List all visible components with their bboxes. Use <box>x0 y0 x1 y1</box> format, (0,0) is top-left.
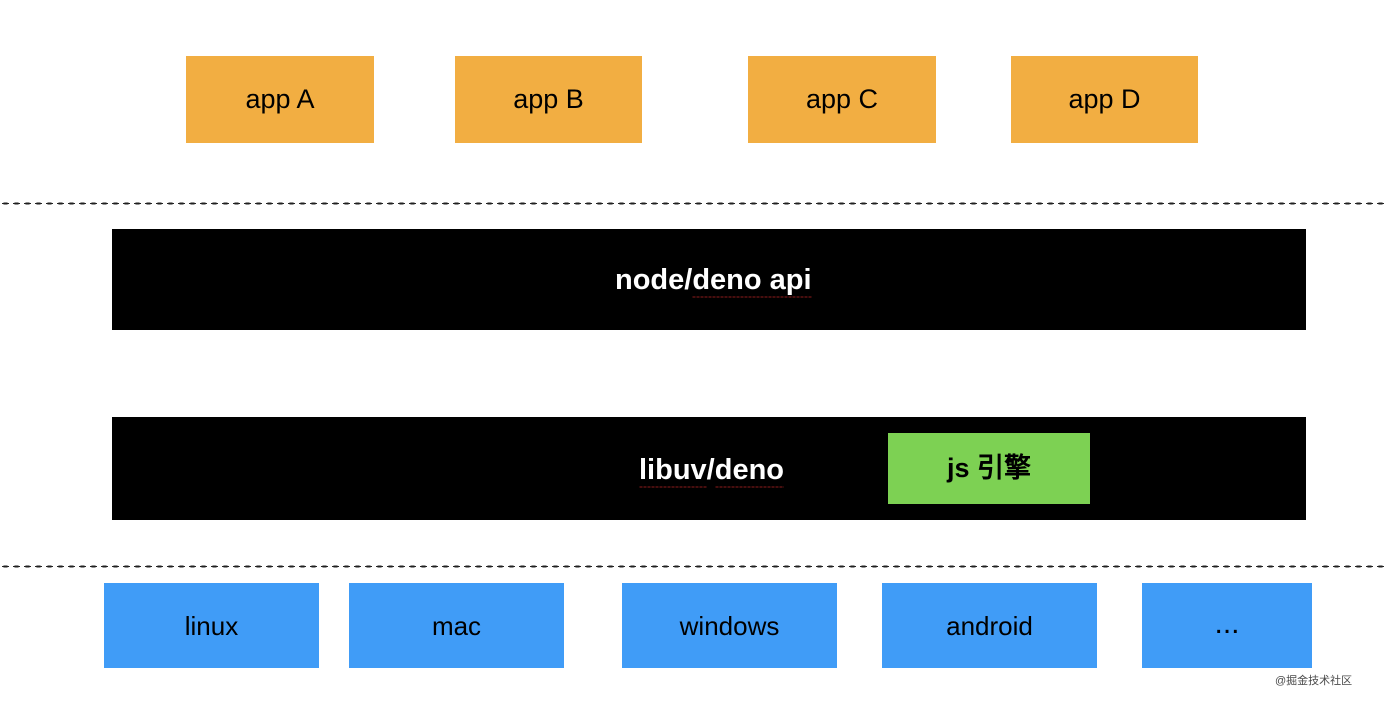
os-box-linux-label: linux <box>184 611 239 641</box>
app-box-c: app C <box>748 56 936 143</box>
app-box-a: app A <box>186 56 374 143</box>
node-deno-api-label: node/deno api <box>615 264 812 298</box>
app-box-d: app D <box>1011 56 1198 143</box>
js-engine-box: js 引擎 <box>888 433 1090 504</box>
libuv-label-misspelled: libuv <box>639 454 707 488</box>
divider-bottom <box>0 565 1388 568</box>
os-box-mac-label: mac <box>431 611 482 641</box>
app-box-b: app B <box>455 56 642 143</box>
node-deno-api-label-misspelled: deno api <box>692 264 812 298</box>
app-box-c-label: app C <box>805 84 879 114</box>
libuv-deno-separator: / <box>706 454 715 486</box>
watermark: @掘金技术社区 <box>1275 676 1352 687</box>
divider-top <box>0 202 1388 205</box>
os-box-windows: windows <box>622 583 837 668</box>
os-box-mac: mac <box>349 583 564 668</box>
js-engine-label: js 引擎 <box>946 453 1032 483</box>
app-box-b-label: app B <box>513 84 584 114</box>
os-box-android: android <box>882 583 1097 668</box>
app-box-a-label: app A <box>245 84 315 114</box>
watermark-label: @掘金技术社区 <box>1275 675 1353 687</box>
node-deno-api-label-prefix: node/ <box>615 264 693 296</box>
libuv-deno-label: libuv/deno <box>639 454 785 488</box>
libuv-deno-bar <box>112 417 1306 520</box>
node-deno-api-bar <box>112 229 1306 330</box>
app-box-d-label: app D <box>1068 84 1141 114</box>
os-box-linux: linux <box>104 583 319 668</box>
deno-label-misspelled: deno <box>714 454 785 488</box>
os-box-windows-label: windows <box>679 611 780 641</box>
os-box-more-label: ... <box>1214 607 1240 640</box>
os-box-android-label: android <box>946 611 1033 641</box>
os-box-more: ... <box>1142 583 1312 668</box>
